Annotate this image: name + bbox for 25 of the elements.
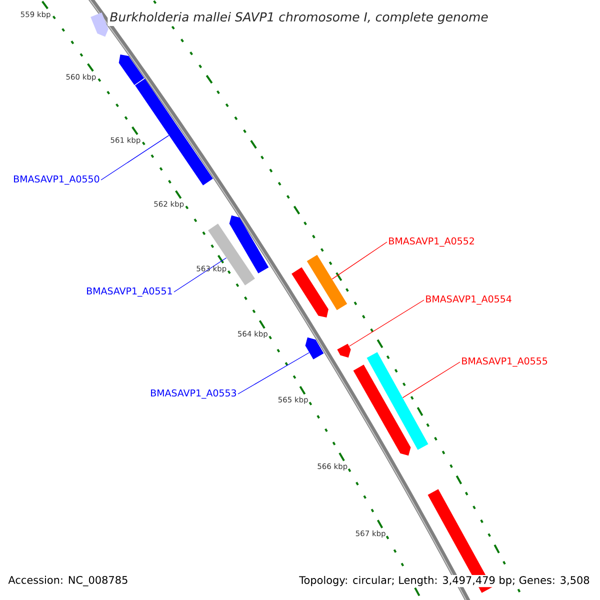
gene-bar	[306, 254, 348, 310]
gene-bar	[208, 224, 255, 286]
gene-bar	[366, 352, 428, 450]
gene-bar	[90, 12, 108, 37]
gene-bar	[353, 364, 411, 456]
gene-label: BMASAVP1_A0555	[462, 357, 548, 367]
gene-bar	[305, 337, 324, 360]
leader-line	[238, 352, 310, 394]
gene-bar	[292, 267, 328, 318]
leader-line	[402, 362, 460, 398]
gene-label: BMASAVP1_A0553	[151, 389, 236, 399]
gene-label: BMASAVP1_A0554	[426, 295, 512, 305]
gene-bar	[337, 344, 351, 358]
gene-bar	[229, 215, 269, 274]
gene-bar	[118, 54, 144, 85]
gene-label: BMASAVP1_A0551	[87, 287, 172, 297]
leader-line	[100, 135, 170, 180]
summary-text: Topology: circular; Length: 3,497,479 bp; Genes: 3,508	[298, 574, 591, 588]
leader-line	[174, 258, 227, 292]
title: Burkholderia mallei SAVP1 chromosome I, complete genome	[108, 10, 490, 26]
accession-text: Accession: NC_008785	[8, 576, 128, 586]
gene-label: BMASAVP1_A0550	[14, 175, 100, 185]
leader-line	[348, 300, 424, 347]
leader-line	[332, 242, 388, 280]
gene-label: BMASAVP1_A0552	[389, 237, 474, 247]
